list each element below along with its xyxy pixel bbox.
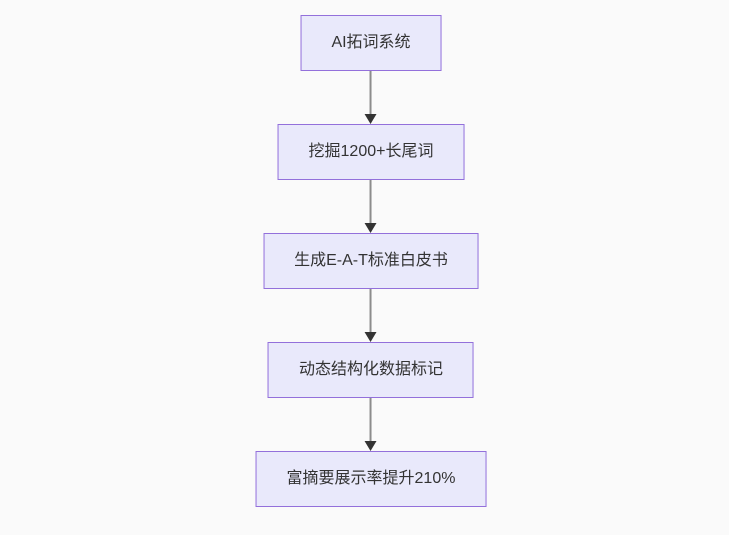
node-label: 动态结构化数据标记 [298,361,443,378]
flowchart-node-eat-whitepaper: 生成E-A-T标准白皮书 [263,233,479,289]
flowchart-diagram: AI拓词系统 挖掘1200+长尾词 生成E-A-T标准白皮书 动态结构化数据标记… [255,15,487,507]
arrow-line [370,289,372,333]
arrowhead-down-icon [365,332,377,342]
node-label: 生成E-A-T标准白皮书 [294,252,448,269]
flowchart-edge-2 [364,180,378,233]
arrowhead-down-icon [365,114,377,124]
flowchart-edge-3 [364,289,378,342]
arrow-line [370,71,372,115]
flowchart-node-longtail-keywords: 挖掘1200+长尾词 [277,124,465,180]
node-label: 挖掘1200+长尾词 [308,143,434,160]
flowchart-edge-1 [364,71,378,124]
arrowhead-down-icon [365,223,377,233]
arrow-line [370,180,372,224]
node-label: 富摘要展示率提升210% [286,470,456,487]
flowchart-node-structured-data: 动态结构化数据标记 [267,342,474,398]
flowchart-edge-4 [364,398,378,451]
flowchart-node-rich-snippet-result: 富摘要展示率提升210% [255,451,487,507]
flowchart-node-ai-system: AI拓词系统 [300,15,442,71]
arrowhead-down-icon [365,441,377,451]
node-label: AI拓词系统 [331,34,411,51]
arrow-line [370,398,372,442]
